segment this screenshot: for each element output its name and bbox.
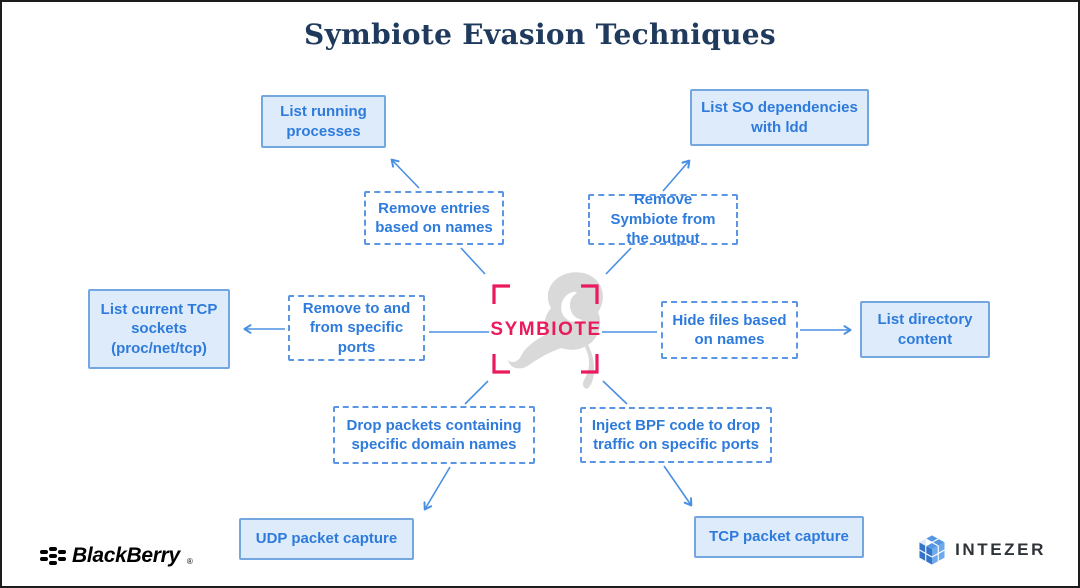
node-tcp-packet-capture: TCP packet capture xyxy=(694,516,864,558)
intezer-wordmark: INTEZER xyxy=(955,540,1046,559)
line-center-to-remove-symbiote xyxy=(605,247,632,275)
line-center-to-drop-packets xyxy=(464,380,489,405)
bracket-bottom-right xyxy=(581,354,599,374)
parasite-silhouette xyxy=(508,272,603,389)
line-center-to-inject-bpf xyxy=(602,380,628,405)
node-inject-bpf: Inject BPF code to drop traffic on speci… xyxy=(580,407,772,463)
arrow-to-tcp-capture xyxy=(663,465,693,507)
node-list-tcp-sockets: List current TCP sockets (proc/net/tcp) xyxy=(88,289,230,369)
node-drop-packets: Drop packets containing specific domain … xyxy=(333,406,535,464)
node-remove-ports: Remove to and from specific ports xyxy=(288,295,425,361)
node-list-running-processes: List running processes xyxy=(261,95,386,148)
node-udp-packet-capture: UDP packet capture xyxy=(239,518,414,560)
parasite-eye xyxy=(561,291,583,323)
registered-mark: ® xyxy=(186,557,193,566)
center-brackets xyxy=(492,284,599,374)
arrow-to-udp-capture xyxy=(423,466,451,511)
node-remove-entries: Remove entries based on names xyxy=(364,191,504,245)
line-center-to-remove-entries xyxy=(460,247,486,275)
connector-lines xyxy=(243,158,852,511)
arrow-to-so-dependencies xyxy=(662,159,691,192)
blackberry-logo: BlackBerry ® xyxy=(40,544,193,568)
node-remove-symbiote-output: Remove Symbiote from the output xyxy=(588,191,738,247)
intezer-logo: INTEZER xyxy=(918,534,1046,566)
page-title: Symbiote Evasion Techniques xyxy=(304,18,776,51)
node-list-directory-content: List directory content xyxy=(860,301,990,358)
center-symbiote-label: SYMBIOTE xyxy=(490,318,602,340)
bracket-bottom-left xyxy=(492,354,510,374)
node-list-so-dependencies: List SO dependencies with ldd xyxy=(690,89,869,146)
arrow-to-running-processes xyxy=(390,158,420,189)
bracket-top-left xyxy=(492,284,510,304)
node-hide-files: Hide files based on names xyxy=(661,301,798,359)
intezer-cube-icon xyxy=(919,535,945,565)
bracket-top-right xyxy=(581,284,599,304)
blackberry-wordmark: BlackBerry xyxy=(72,544,180,567)
blackberry-icon xyxy=(40,546,66,567)
